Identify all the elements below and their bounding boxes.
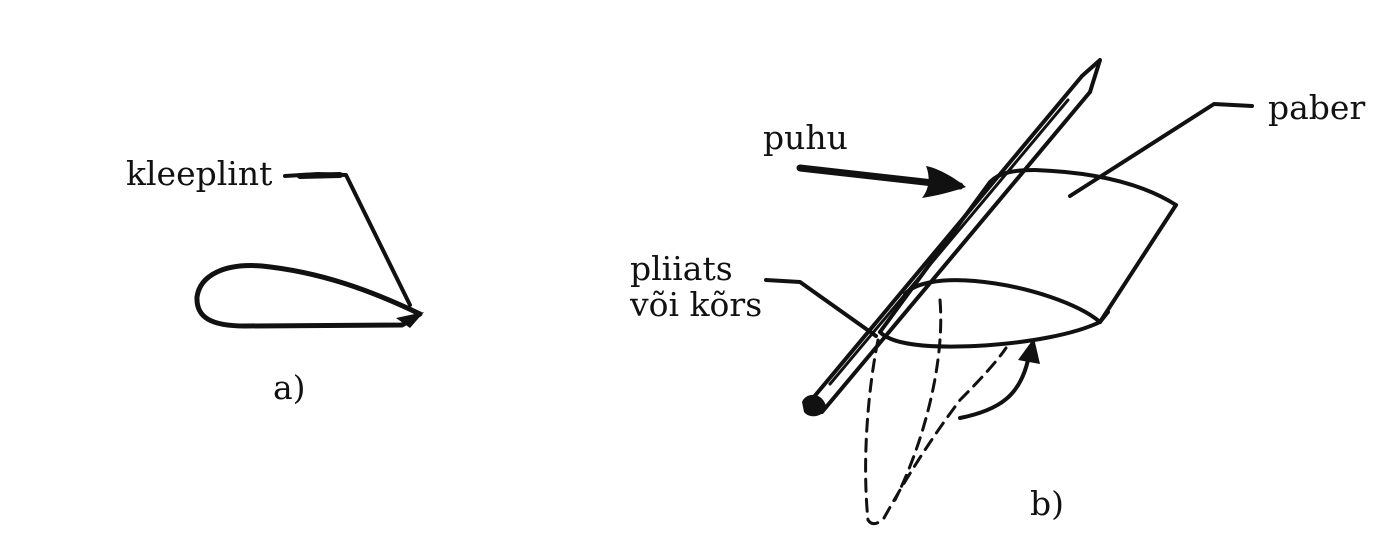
- label-puhu: puhu: [763, 118, 848, 157]
- dashed-outline-left: [864, 338, 886, 526]
- blow-arrow: [796, 164, 966, 198]
- airfoil-profile: [194, 263, 423, 329]
- dashed-outline-right: [882, 346, 1008, 520]
- label-kleeplint: kleeplint: [126, 154, 273, 193]
- panel-b-figure: [764, 58, 1254, 526]
- rotated-wing-dashed: [864, 298, 1008, 526]
- rotation-arrow: [958, 338, 1040, 420]
- pencil-end: [802, 394, 826, 417]
- label-paber: paber: [1268, 88, 1366, 127]
- label-panel-a: a): [273, 368, 306, 407]
- rotation-arrow-curve: [958, 358, 1030, 420]
- label-voi-kors: või kõrs: [630, 285, 763, 324]
- pencil-tip: [1080, 58, 1102, 94]
- wing-top-edge: [1033, 168, 1178, 207]
- blow-arrow-head: [922, 166, 966, 198]
- wing-leading-edge: [878, 168, 1037, 334]
- rotation-arrow-head: [1018, 338, 1040, 364]
- panel-a-figure: [194, 172, 424, 329]
- wing-root-profile: [878, 278, 1102, 349]
- kleeplint-leader-tick: [297, 172, 343, 179]
- paber-leader-line: [1068, 102, 1254, 198]
- tape-edge: [396, 312, 424, 328]
- wing-trailing-edge: [1098, 203, 1178, 324]
- label-panel-b: b): [1030, 484, 1064, 523]
- dashed-outline-mid: [893, 298, 943, 502]
- pliiats-leader-line: [764, 278, 878, 338]
- wing-root-rear-dash: [1098, 310, 1110, 324]
- pencil-inner-line: [828, 98, 1070, 386]
- label-pliiats: pliiats: [630, 249, 733, 288]
- paper-wing: [878, 168, 1178, 349]
